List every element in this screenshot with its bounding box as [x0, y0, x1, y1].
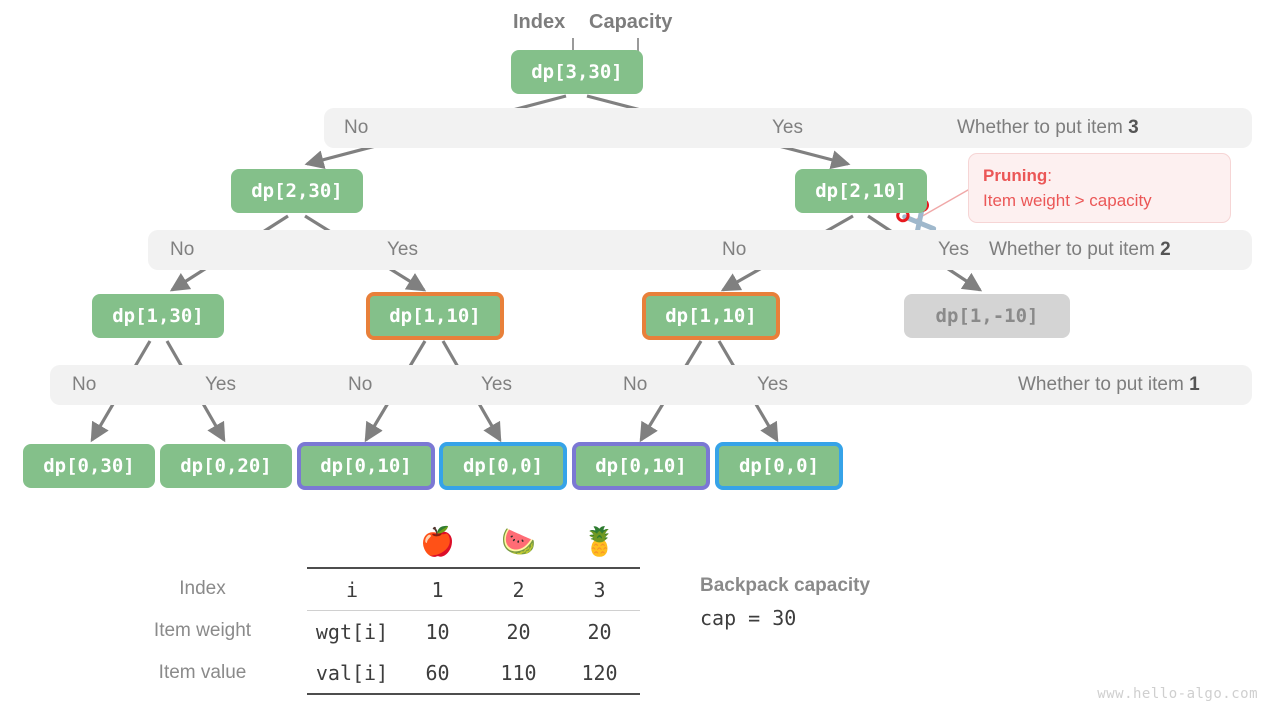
- decision-bar-2-yes-left: Yes: [387, 239, 418, 260]
- decision-bar-2-no-right: No: [722, 239, 747, 260]
- decision-bar-2-yes-right: Yes: [938, 239, 969, 260]
- fruit-key-spacer: [307, 515, 397, 568]
- decision-bar-1-label-5: Yes: [757, 374, 788, 395]
- tree-node-dp-1-30[interactable]: dp[1,30]: [92, 294, 224, 338]
- pineapple-icon: 🍍: [582, 524, 617, 558]
- cell-index-0: 1: [397, 567, 478, 611]
- watermark: www.hello-algo.com: [1097, 686, 1258, 702]
- tree-node-dp-0-10-left[interactable]: dp[0,10]: [297, 442, 435, 490]
- decision-bar-3-title: Whether to put item 3: [957, 108, 1139, 148]
- cell-value-2: 120: [559, 652, 640, 695]
- tree-node-dp-0-20[interactable]: dp[0,20]: [160, 444, 292, 488]
- tree-node-dp-1-10-right[interactable]: dp[1,10]: [642, 292, 780, 340]
- decision-bar-2-item-number: 2: [1160, 239, 1171, 260]
- row-key-weight: wgt[i]: [307, 610, 397, 652]
- row-label-weight: Item weight: [153, 620, 252, 642]
- decision-bar-3-no: No: [344, 117, 369, 138]
- row-key-index: i: [307, 567, 397, 611]
- decision-bar-2-no-left: No: [170, 239, 195, 260]
- decision-bar-2-title-text: Whether to put item: [989, 239, 1161, 260]
- pruning-title: Pruning: [983, 166, 1048, 185]
- item-table-wrapper: 🍎 🍉 🍍 Index i 1 2 3 Item weight wgt[i] 1…: [120, 515, 680, 695]
- tree-node-dp-1-minus10[interactable]: dp[1,-10]: [904, 294, 1070, 338]
- decision-bar-item-3: [324, 108, 1252, 148]
- cell-index-1: 2: [478, 567, 559, 611]
- table-row-weight: Item weight wgt[i] 10 20 20: [120, 610, 640, 652]
- decision-bar-1-label-2: No: [348, 374, 373, 395]
- table-row-index: Index i 1 2 3: [120, 567, 640, 611]
- decision-bar-1-label-4: No: [623, 374, 648, 395]
- index-annotation: Index: [513, 11, 566, 33]
- decision-bar-1-title-text: Whether to put item: [1018, 374, 1190, 395]
- capacity-annotation: Capacity: [589, 11, 673, 33]
- tree-node-dp-0-30[interactable]: dp[0,30]: [23, 444, 155, 488]
- decision-bar-item-2: [148, 230, 1252, 270]
- cell-value-0: 60: [397, 652, 478, 695]
- pruning-callout: Pruning: Item weight > capacity: [968, 153, 1231, 223]
- tree-node-dp-0-10-right[interactable]: dp[0,10]: [572, 442, 710, 490]
- cell-weight-0: 10: [397, 610, 478, 652]
- cell-index-2: 3: [559, 567, 640, 611]
- cell-value-1: 110: [478, 652, 559, 695]
- cell-weight-2: 20: [559, 610, 640, 652]
- table-fruit-row: 🍎 🍉 🍍: [120, 515, 640, 568]
- watermelon-icon: 🍉: [501, 524, 536, 558]
- tree-node-dp-3-30[interactable]: dp[3,30]: [511, 50, 643, 94]
- tree-node-dp-0-0-left[interactable]: dp[0,0]: [439, 442, 567, 490]
- capacity-block: Backpack capacity cap = 30: [700, 575, 870, 630]
- pruning-title-row: Pruning:: [983, 163, 1216, 188]
- decision-bar-1-label-3: Yes: [481, 374, 512, 395]
- fruit-row-spacer: [120, 515, 307, 568]
- decision-bar-3-yes: Yes: [772, 117, 803, 138]
- decision-bar-3-title-text: Whether to put item: [957, 117, 1129, 138]
- table-row-value: Item value val[i] 60 110 120: [120, 652, 640, 695]
- decision-bar-1-item-number: 1: [1189, 374, 1200, 395]
- capacity-title: Backpack capacity: [700, 575, 871, 596]
- decision-bar-item-1: [50, 365, 1252, 405]
- cell-weight-1: 20: [478, 610, 559, 652]
- tree-node-dp-1-10-left[interactable]: dp[1,10]: [366, 292, 504, 340]
- decision-bar-1-title: Whether to put item 1: [1018, 365, 1200, 405]
- pruning-body: Item weight > capacity: [983, 191, 1152, 210]
- decision-bar-1-label-0: No: [72, 374, 97, 395]
- capacity-value: cap = 30: [700, 606, 797, 630]
- row-label-value: Item value: [158, 662, 247, 683]
- row-label-index: Index: [179, 578, 226, 600]
- tree-node-dp-0-0-right[interactable]: dp[0,0]: [715, 442, 843, 490]
- tree-node-dp-2-30[interactable]: dp[2,30]: [231, 169, 363, 213]
- pruning-colon: :: [1047, 166, 1052, 185]
- decision-bar-3-item-number: 3: [1128, 117, 1139, 138]
- decision-bar-2-title: Whether to put item 2: [989, 230, 1171, 270]
- tree-node-dp-2-10[interactable]: dp[2,10]: [795, 169, 927, 213]
- decision-bar-1-label-1: Yes: [205, 374, 236, 395]
- apple-icon: 🍎: [420, 524, 455, 558]
- item-table: 🍎 🍉 🍍 Index i 1 2 3 Item weight wgt[i] 1…: [120, 515, 640, 695]
- row-key-value: val[i]: [307, 652, 397, 695]
